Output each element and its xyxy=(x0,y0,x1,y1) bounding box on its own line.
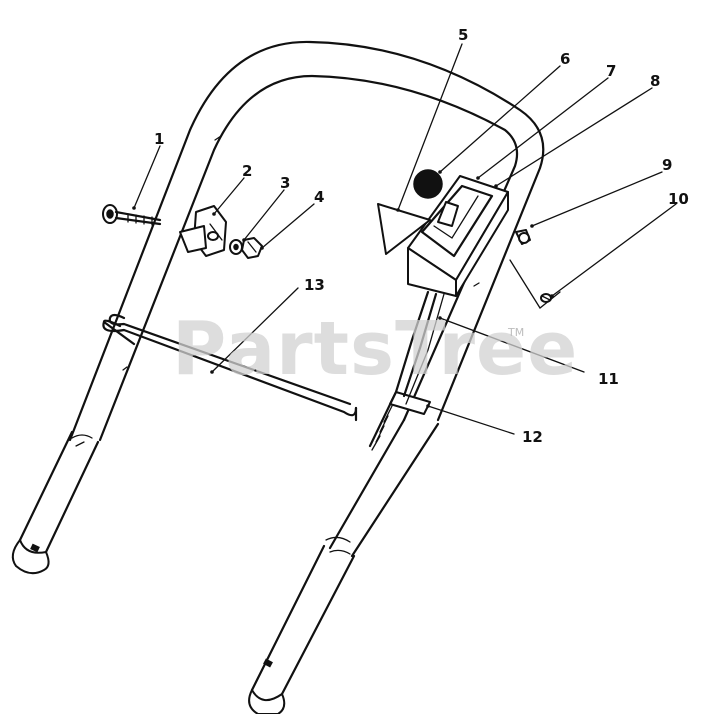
callout-7: 7 xyxy=(606,62,617,80)
part-2-clip xyxy=(179,205,227,257)
callout-4: 4 xyxy=(314,188,325,206)
watermark-text: PartsTree xyxy=(172,306,579,392)
callout-2: 2 xyxy=(242,162,253,180)
callout-10: 10 xyxy=(668,190,689,208)
bracket-line xyxy=(509,259,561,309)
part-10-nut xyxy=(540,293,552,303)
upper-handle xyxy=(68,40,545,442)
part-9-screw xyxy=(515,229,531,245)
callout-6: 6 xyxy=(560,50,571,68)
callout-12: 12 xyxy=(522,428,543,446)
callout-3: 3 xyxy=(280,174,291,192)
left-lower-handle xyxy=(11,430,100,575)
callout-1: 1 xyxy=(154,130,165,148)
callout-13: 13 xyxy=(304,276,325,294)
callout-8: 8 xyxy=(650,72,661,90)
watermark-trademark: TM xyxy=(508,326,525,339)
part-6-knob xyxy=(413,169,443,199)
part-11-cables xyxy=(368,290,445,451)
callout-11: 11 xyxy=(598,370,619,388)
right-lower-handle xyxy=(248,391,440,714)
callout-5: 5 xyxy=(458,26,469,44)
callout-9: 9 xyxy=(662,156,673,174)
part-13-control-bail xyxy=(102,313,358,422)
part-1-bolt xyxy=(102,204,162,226)
leader-lines xyxy=(132,43,677,435)
throttle-control-box xyxy=(407,175,509,297)
part-4-nut xyxy=(241,237,263,259)
part-3-washer xyxy=(229,239,243,255)
part-5-lever-plate xyxy=(377,203,431,255)
